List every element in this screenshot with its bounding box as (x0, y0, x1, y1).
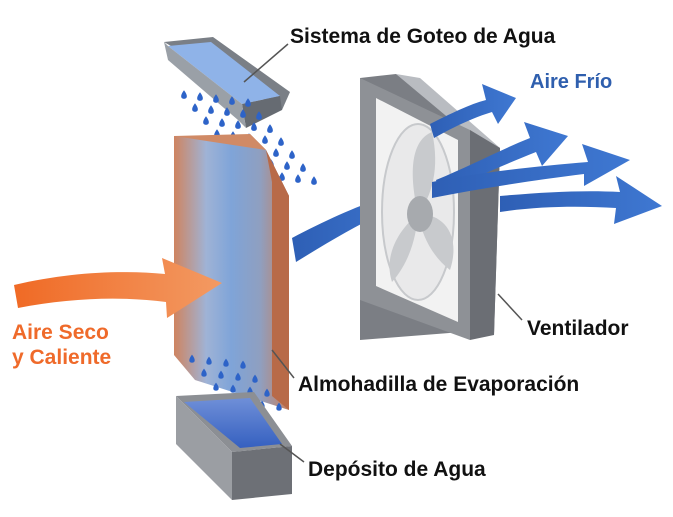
water-drop (189, 354, 195, 363)
water-drop (252, 374, 258, 383)
water-drop (235, 372, 241, 381)
water-drop (273, 148, 279, 157)
water-drop (264, 388, 270, 397)
water-drop (279, 172, 285, 181)
water-drop (235, 120, 241, 129)
label-cold-air: Aire Frío (530, 71, 613, 93)
water-drop (267, 124, 273, 133)
water-drop (289, 150, 295, 159)
water-drop (295, 174, 301, 183)
pad-leader (271, 349, 295, 379)
evaporation-pad (174, 134, 289, 410)
fan-leader (497, 293, 523, 321)
water-drop (251, 122, 257, 131)
label-evaporation-pad: Almohadilla de Evaporación (298, 373, 580, 396)
water-drop (201, 368, 207, 377)
water-drop (256, 111, 262, 120)
warm-air-arrow (14, 258, 222, 318)
drip-leader (243, 43, 289, 83)
label-dry-hot-air: Aire Seco y Caliente (12, 320, 111, 370)
water-drop (197, 92, 203, 101)
label-drip-system: Sistema de Goteo de Agua (290, 25, 556, 48)
fan (360, 74, 500, 340)
water-drop (213, 382, 219, 391)
water-drop (213, 94, 219, 103)
water-drop (223, 358, 229, 367)
water-drop (203, 116, 209, 125)
water-drop (276, 402, 282, 411)
water-drop (245, 98, 251, 107)
water-drop (240, 360, 246, 369)
label-fan: Ventilador (527, 317, 629, 340)
water-drop (284, 161, 290, 170)
water-drop (218, 370, 224, 379)
water-drop (278, 137, 284, 146)
label-dry-air-line1: Aire Seco (12, 321, 109, 344)
water-reservoir (176, 392, 292, 500)
water-drop (300, 163, 306, 172)
water-drop (311, 176, 317, 185)
water-drop (224, 107, 230, 116)
water-drop (192, 103, 198, 112)
leader-lines (243, 43, 523, 463)
water-drop (230, 384, 236, 393)
water-drop (229, 96, 235, 105)
tank-leader (279, 443, 305, 463)
cold-air-arrows (430, 84, 662, 224)
label-dry-air-line2: y Caliente (12, 346, 112, 369)
water-drop (219, 118, 225, 127)
drip-trough (164, 37, 290, 128)
label-water-tank: Depósito de Agua (308, 458, 486, 481)
water-drop (240, 109, 246, 118)
water-drop (262, 135, 268, 144)
water-drop (181, 90, 187, 99)
water-drop (208, 105, 214, 114)
water-drop (206, 356, 212, 365)
